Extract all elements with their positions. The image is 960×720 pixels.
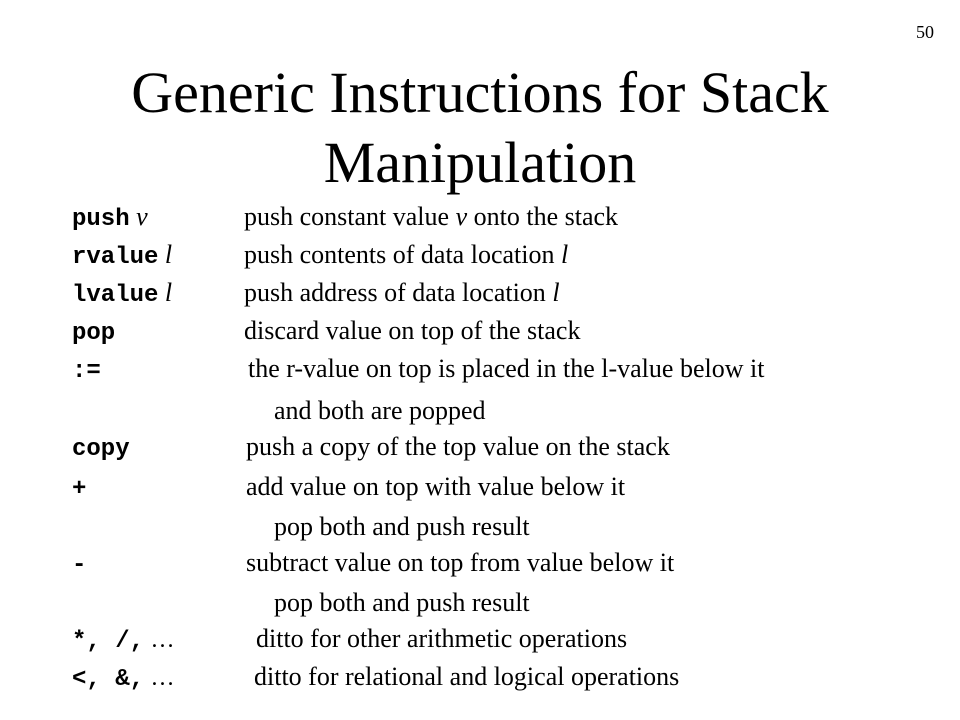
instruction-lvalue: lvalue l: [72, 278, 172, 311]
instruction-opcode: :=: [72, 358, 101, 385]
instruction-ellipsis: …: [150, 627, 175, 653]
instruction-rvalue: rvalue l: [72, 240, 172, 273]
instruction-opcode: <, &,: [72, 666, 145, 693]
instruction-operand: l: [164, 278, 173, 307]
instruction-description: push constant value v onto the stack: [244, 202, 618, 232]
description-variable: l: [552, 278, 560, 307]
instruction-operand: v: [136, 202, 148, 231]
description-variable: l: [560, 240, 569, 269]
instruction-arithmetic: *, /, …: [72, 624, 175, 657]
instruction-description: push a copy of the top value on the stac…: [246, 432, 670, 461]
instruction-copy: copy: [72, 432, 130, 465]
instruction-assign: :=: [72, 354, 101, 387]
description-text: push contents of data location: [244, 240, 561, 269]
description-text: push address of data location: [244, 278, 553, 307]
description-text: push constant value: [244, 202, 456, 231]
instruction-description-continued: and both are popped: [274, 396, 486, 425]
instruction-description: ditto for relational and logical operati…: [254, 662, 680, 691]
instruction-description-continued: pop both and push result: [274, 512, 530, 541]
slide-title: Generic Instructions for Stack Manipulat…: [0, 58, 960, 198]
instruction-subtract: -: [72, 548, 86, 581]
description-variable: v: [455, 202, 468, 231]
instruction-description: ditto for other arithmetic operations: [256, 624, 628, 653]
instruction-ellipsis: …: [150, 665, 175, 691]
instruction-description: subtract value on top from value below i…: [246, 548, 675, 577]
instruction-description: push address of data location l: [244, 278, 560, 308]
slide-title-line-1: Generic Instructions for Stack: [131, 60, 829, 125]
slide-title-line-2: Manipulation: [323, 130, 637, 195]
instruction-pop: pop: [72, 316, 115, 349]
instruction-description-continued: pop both and push result: [274, 588, 530, 617]
page-number: 50: [916, 22, 934, 42]
instruction-description: discard value on top of the stack: [244, 316, 581, 345]
instruction-opcode: *, /,: [72, 628, 145, 655]
instruction-opcode: copy: [72, 436, 130, 463]
instruction-opcode: -: [72, 552, 87, 579]
instruction-opcode: rvalue: [72, 244, 159, 271]
instruction-push: push v: [72, 202, 148, 235]
instruction-description: add value on top with value below it: [246, 472, 626, 501]
instruction-add: +: [72, 472, 86, 505]
instruction-description: the r-value on top is placed in the l-va…: [248, 354, 765, 383]
instruction-opcode: push: [72, 206, 130, 233]
instruction-opcode: pop: [72, 320, 116, 347]
description-text: onto the stack: [467, 202, 619, 231]
instruction-operand: l: [164, 240, 173, 269]
instruction-description: push contents of data location l: [244, 240, 568, 270]
instruction-opcode: lvalue: [72, 282, 159, 309]
instruction-opcode: +: [72, 476, 87, 503]
instruction-relational: <, &, …: [72, 662, 175, 695]
